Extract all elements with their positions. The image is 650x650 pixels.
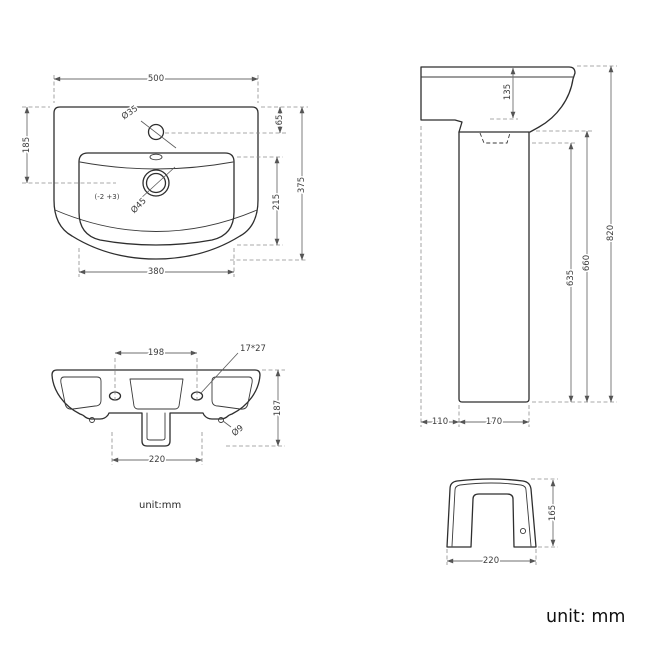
label-drain-dia: Ø45 — [129, 196, 149, 216]
dim-label-underside-depth: 187 — [273, 400, 283, 416]
outlet-tab-inner — [146, 412, 166, 441]
dim-tap-offset: 65 — [165, 106, 308, 134]
dim-tap-centres: 198 — [114, 347, 198, 402]
pedestal-section-view: 165 220 — [446, 478, 560, 568]
dim-label-bowl-width: 380 — [148, 267, 164, 277]
basin-outline-underside — [51, 369, 261, 447]
dim-pedestal-width: 220 — [446, 549, 537, 568]
bowl-lip-arc — [79, 161, 234, 170]
label-drain-tolerance: (-2 +3) — [95, 193, 120, 201]
tap-hole — [147, 123, 165, 141]
recess-left — [60, 376, 102, 410]
pedestal-recess-hidden — [479, 132, 511, 144]
overflow-hole — [149, 153, 163, 161]
dim-plan-depth: 375 — [230, 106, 309, 261]
pedestal-fixing-hole — [519, 527, 527, 535]
dim-label-underside-height: 660 — [582, 255, 592, 271]
pedestal-outline-side — [458, 131, 530, 403]
dim-label-pedestal-depth: 170 — [486, 417, 502, 427]
dim-label-outlet-width: 220 — [149, 455, 165, 465]
fixing-hole-right — [218, 417, 224, 423]
dim-label-bowl-depth: 215 — [272, 194, 282, 210]
pedestal-section-outline — [446, 478, 537, 548]
dim-label-basin-depth: 135 — [503, 84, 513, 100]
label-tap-slot-size: 17*27 — [240, 344, 266, 354]
pedestal-section-wall-line — [451, 482, 532, 547]
dim-label-pedestal-width: 220 — [483, 556, 499, 566]
dim-label-tap-centres: 198 — [148, 348, 164, 358]
bowl-outline-plan — [78, 152, 235, 246]
plan-view: 500 185 65 215 375 380 — [21, 73, 309, 279]
label-fixing-hole-dia: Ø9 — [230, 423, 246, 439]
dim-outlet-width: 220 — [111, 432, 203, 467]
drain-hole-leader — [139, 166, 176, 200]
dim-label-plan-depth: 375 — [297, 177, 307, 193]
dim-pedestal-top-height: 635 — [532, 142, 578, 403]
dim-bowl-width: 380 — [78, 248, 235, 279]
dim-label-pedestal-height: 165 — [548, 505, 558, 521]
fixing-hole-left — [89, 417, 95, 423]
dim-label-total-height: 820 — [606, 225, 616, 241]
fixing-hole-leader — [222, 420, 232, 428]
drain-hole-inner — [145, 172, 167, 194]
unit-note-small: unit:mm — [139, 500, 181, 511]
label-tap-hole-dia: Ø35 — [119, 103, 140, 122]
basin-outline-side — [420, 66, 576, 133]
dim-bowl-depth: 215 — [237, 156, 284, 246]
dim-label-pedestal-top-height: 635 — [566, 270, 576, 286]
recess-centre — [129, 378, 184, 410]
dim-underside-height: 660 — [536, 130, 594, 403]
dim-drain-offset: 185 — [21, 106, 116, 184]
dim-label-front-overhang: 110 — [432, 417, 448, 427]
recess-right — [211, 376, 253, 410]
side-view: 135 820 660 635 110 170 — [420, 65, 618, 429]
basin-front-edge-arc — [54, 209, 258, 232]
tap-hole-leader — [140, 120, 177, 149]
dim-pedestal-height: 165 — [531, 478, 560, 548]
unit-note-large: unit: mm — [546, 607, 625, 627]
underside-view: 198 17*27 187 220 Ø9 — [51, 343, 285, 467]
tap-slot-leader — [200, 352, 239, 394]
dim-underside-depth: 187 — [226, 369, 285, 447]
dim-label-tap-offset: 65 — [275, 115, 285, 126]
dim-basin-depth: 135 — [490, 67, 518, 120]
dim-total-height: 820 — [532, 65, 618, 403]
dim-label-plan-width: 500 — [148, 74, 164, 84]
drain-hole-outer — [142, 169, 170, 197]
basin-outline-plan — [53, 106, 259, 260]
dim-plan-width: 500 — [53, 73, 259, 103]
dim-front-overhang: 110 170 — [420, 126, 530, 429]
dim-label-drain-offset: 185 — [22, 137, 32, 153]
